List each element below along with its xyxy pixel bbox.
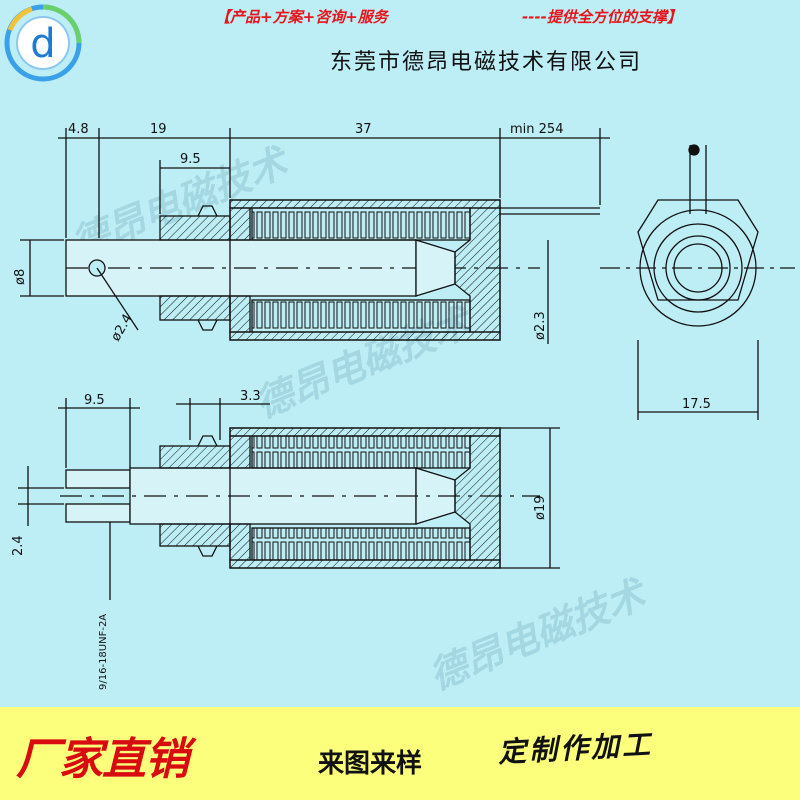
dim-top-len-1: 4.8 <box>68 122 89 137</box>
end-view <box>600 144 795 420</box>
slogan-custom: 定制作加工 <box>497 727 654 770</box>
logo-letter: d <box>30 21 55 67</box>
footer-banner: 厂家直销 来图来样 定制作加工 <box>0 707 800 800</box>
dim-thread-spec: 9/16-18UNF-2A <box>98 614 109 690</box>
dim-top-len-4: min 254 <box>510 122 563 137</box>
dim-pin-hole: ø2.4 <box>108 312 135 344</box>
bottom-section-view <box>18 398 560 600</box>
slogan-factory-direct: 厂家直销 <box>16 734 189 785</box>
technical-drawing: 德昂电磁技术 德昂电磁技术 德昂电磁技术 <box>11 122 795 699</box>
watermark-text: 德昂电磁技术 <box>423 570 655 699</box>
header-services: 【产品+方案+咨询+服务 <box>215 8 388 26</box>
dim-top-len-2: 19 <box>150 122 167 137</box>
dim-slot-width: 2.4 <box>11 535 26 556</box>
company-name: 东莞市德昂电磁技术有限公司 <box>330 50 643 75</box>
dim-plunger-diameter: ø8 <box>13 269 28 285</box>
dim-bottom-len-2: 3.3 <box>240 389 261 404</box>
dim-top-len-3: 37 <box>355 122 372 137</box>
dim-top-inner: 9.5 <box>180 152 201 167</box>
top-section-view <box>20 128 610 344</box>
slogan-sample: 来图来样 <box>318 749 423 779</box>
company-logo: d <box>4 4 82 82</box>
dim-stop-diameter: ø2.3 <box>533 311 548 340</box>
dim-body-diameter: ø19 <box>533 496 548 521</box>
dim-bottom-len-1: 9.5 <box>84 393 105 408</box>
header-support: ----提供全方位的支撑】 <box>522 8 682 26</box>
dim-end-width: 17.5 <box>682 397 711 412</box>
